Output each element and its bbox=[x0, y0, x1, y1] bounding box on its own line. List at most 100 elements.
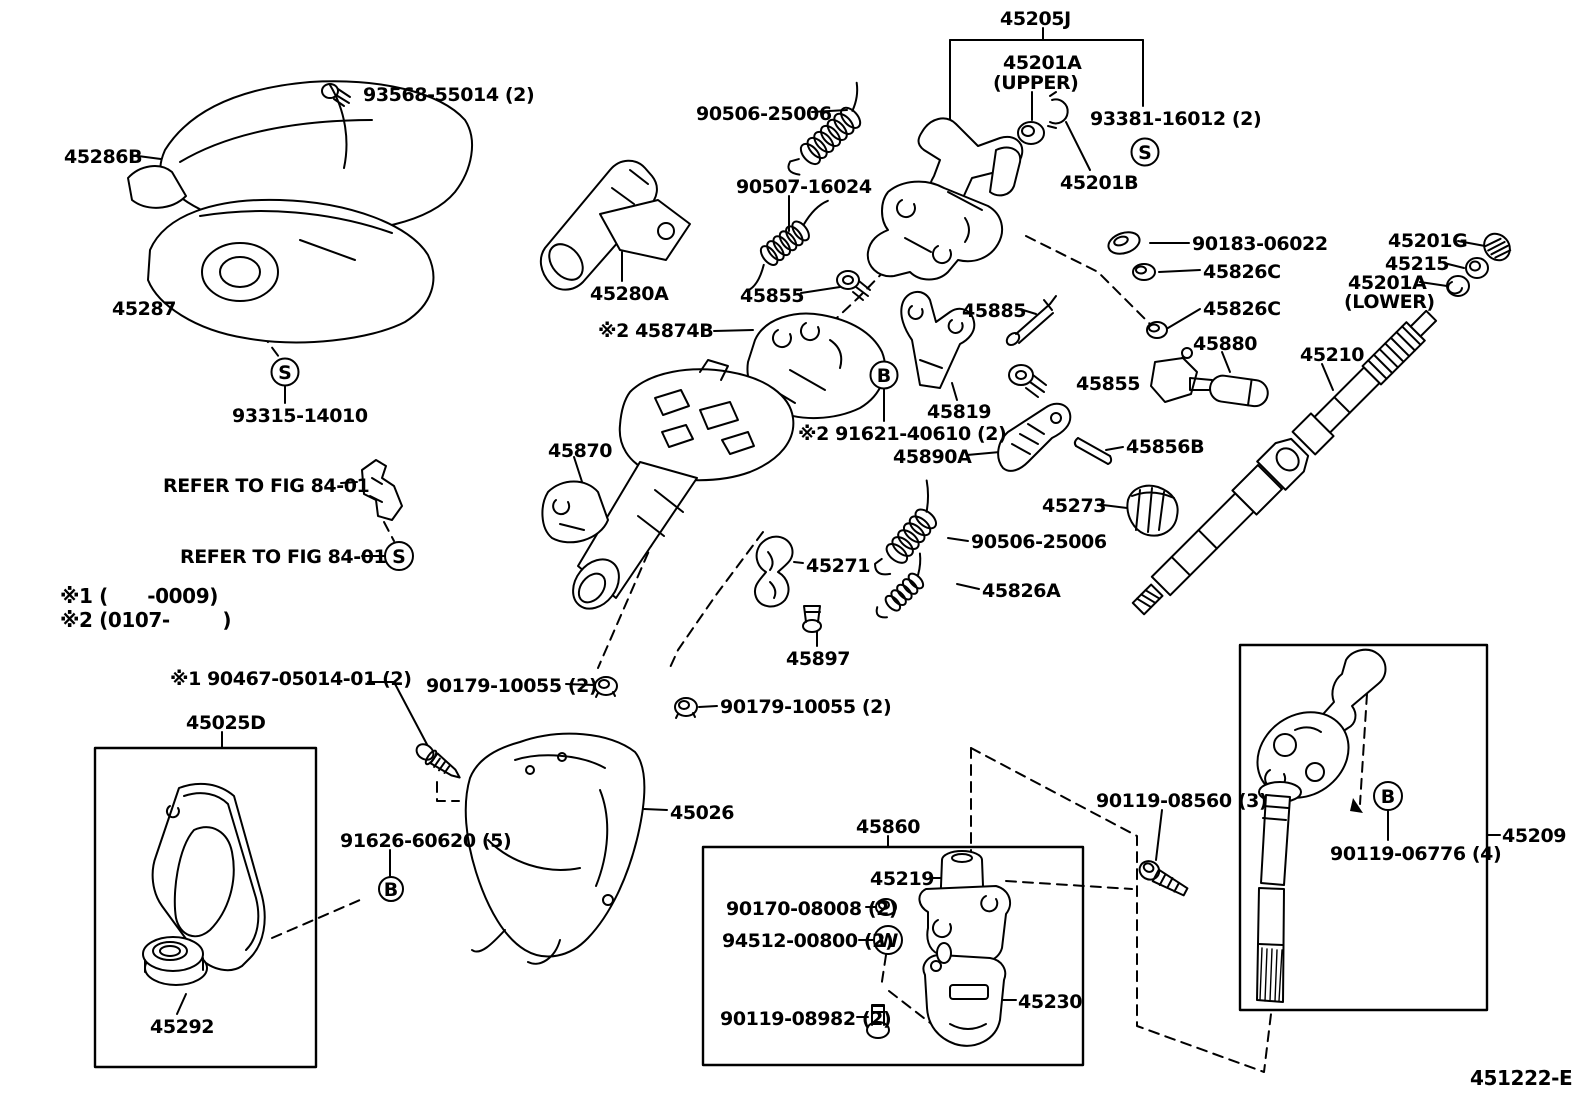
part-45880-handle-drawing bbox=[1150, 347, 1269, 408]
callout-45874B: ※2 45874B bbox=[598, 320, 714, 342]
callout-90506-25006-top: 90506-25006 bbox=[696, 103, 832, 125]
callout-90467-05014: ※1 90467-05014-01 (2) bbox=[170, 668, 412, 690]
part-45292-boot-drawing bbox=[142, 782, 266, 986]
callout-45870: 45870 bbox=[548, 440, 613, 462]
callout-45215: 45215 bbox=[1385, 253, 1450, 275]
svg-text:B: B bbox=[384, 879, 398, 901]
part-45826C-ring-lower-drawing bbox=[1146, 321, 1168, 339]
callout-91621-40610: ※2 91621-40610 (2) bbox=[798, 423, 1007, 445]
part-refer-fig-clip-drawing bbox=[361, 459, 403, 521]
callout-45819: 45819 bbox=[927, 401, 992, 423]
callout-90179-right: 90179-10055 (2) bbox=[720, 696, 892, 718]
callout-45205J: 45205J bbox=[1000, 8, 1071, 30]
part-90507-spring-drawing bbox=[745, 199, 829, 293]
callout-45860: 45860 bbox=[856, 816, 921, 838]
callout-45885: 45885 bbox=[962, 300, 1027, 322]
part-45286B-upper-cover-drawing bbox=[127, 80, 473, 234]
part-45271-lever-drawing bbox=[754, 535, 794, 608]
part-90183-washer-drawing bbox=[1107, 231, 1141, 255]
circled-letter-s-refer: S bbox=[384, 541, 414, 571]
part-45230-clamp-drawing bbox=[922, 942, 1007, 1047]
part-90119-08560-bolt-drawing bbox=[1138, 860, 1189, 897]
part-45201A-lower-bushing-drawing bbox=[1446, 275, 1470, 297]
callout-45855-right: 45855 bbox=[1076, 373, 1141, 395]
callout-45210: 45210 bbox=[1300, 344, 1365, 366]
callout-93315-14010: 93315-14010 bbox=[232, 405, 368, 427]
part-90467-screw-drawing bbox=[415, 743, 461, 779]
callout-45201A-lower: 45201A bbox=[1348, 272, 1427, 294]
svg-text:S: S bbox=[1138, 142, 1152, 164]
callout-45201B: 45201B bbox=[1060, 172, 1139, 194]
svg-text:B: B bbox=[877, 365, 891, 387]
part-45855-bolt-left-drawing bbox=[836, 270, 871, 301]
callout-45201G: 45201G bbox=[1388, 230, 1468, 252]
circled-letter-s-top: S bbox=[1130, 137, 1160, 167]
callout-90119-08982: 90119-08982 (2) bbox=[720, 1008, 892, 1030]
circled-letter-w-lock: W bbox=[873, 925, 903, 955]
callout-45826C-lower: 45826C bbox=[1203, 298, 1281, 320]
callout-45271: 45271 bbox=[806, 555, 871, 577]
circled-letter-b-tilt: B bbox=[869, 360, 899, 390]
callout-90183-06022: 90183-06022 bbox=[1192, 233, 1328, 255]
part-90179-nut-right-drawing bbox=[674, 697, 698, 719]
part-45026-cover-drawing bbox=[464, 732, 646, 965]
callout-45856B: 45856B bbox=[1126, 436, 1205, 458]
part-45210-shaft-drawing bbox=[1131, 309, 1438, 616]
callout-45209: 45209 bbox=[1502, 825, 1567, 847]
svg-text:S: S bbox=[278, 362, 292, 384]
svg-text:W: W bbox=[878, 930, 899, 952]
part-45215-ring-drawing bbox=[1465, 257, 1489, 279]
part-45890A-pawl-drawing bbox=[997, 402, 1072, 472]
callout-45890A: 45890A bbox=[893, 446, 972, 468]
callout-45230: 45230 bbox=[1018, 991, 1083, 1013]
circled-letter-b-joint: B bbox=[1373, 781, 1403, 811]
callout-90119-08560: 90119-08560 (3) bbox=[1096, 790, 1268, 812]
part-45209-joint-drawing bbox=[1256, 648, 1387, 1003]
callout-45026: 45026 bbox=[670, 802, 735, 824]
callout-45201A-lower-sub: (LOWER) bbox=[1344, 291, 1435, 313]
callout-45219: 45219 bbox=[870, 868, 935, 890]
detail-box-45209 bbox=[1238, 643, 1489, 1012]
part-45201A-upper-ring-drawing bbox=[1017, 121, 1045, 145]
callout-45292: 45292 bbox=[150, 1016, 215, 1038]
part-45287-lower-cover-drawing bbox=[147, 198, 435, 344]
callout-93568-55014: 93568-55014 (2) bbox=[363, 84, 535, 106]
part-45897-bolt-drawing bbox=[802, 605, 822, 633]
callout-45855-left: 45855 bbox=[740, 285, 805, 307]
callout-93381-16012: 93381-16012 (2) bbox=[1090, 108, 1262, 130]
part-45201G-screw-drawing bbox=[1483, 232, 1512, 262]
part-45870-column-drawing bbox=[541, 359, 795, 610]
figure-code: 451222-E bbox=[1470, 1066, 1573, 1090]
part-93568-screw-drawing bbox=[321, 83, 351, 107]
callout-45880: 45880 bbox=[1193, 333, 1258, 355]
circled-letter-b-boot: B bbox=[378, 876, 404, 902]
part-45205J-bracket-drawing bbox=[866, 117, 1024, 281]
part-45273-grommet-drawing bbox=[1126, 484, 1179, 537]
callout-45897: 45897 bbox=[786, 648, 851, 670]
callout-45826C-upper: 45826C bbox=[1203, 261, 1281, 283]
svg-text:B: B bbox=[1381, 786, 1395, 808]
part-90179-nut-left-drawing bbox=[594, 676, 618, 698]
part-45280A-drawing bbox=[539, 159, 691, 291]
note-2: ※2 (0107- ) bbox=[60, 608, 232, 632]
callout-45201A-upper-sub: (UPPER) bbox=[993, 72, 1079, 94]
part-90506-spring-mid-drawing bbox=[874, 479, 938, 576]
callout-45025D: 45025D bbox=[186, 712, 266, 734]
callout-90119-06776: 90119-06776 (4) bbox=[1330, 843, 1502, 865]
detail-box-45860 bbox=[701, 845, 1085, 1067]
part-45201B-clip-drawing bbox=[1047, 91, 1069, 129]
part-45855-bolt-right-drawing bbox=[1008, 364, 1047, 398]
callout-91626-60620: 91626-60620 (5) bbox=[340, 830, 512, 852]
part-45826C-ring-upper-drawing bbox=[1132, 263, 1156, 281]
callout-94512-00800: 94512-00800 (2) bbox=[722, 930, 894, 952]
callout-45286B: 45286B bbox=[64, 146, 143, 168]
part-45819-drawing bbox=[900, 291, 976, 389]
callout-45287: 45287 bbox=[112, 298, 177, 320]
callout-refer-fig-2: REFER TO FIG 84-01 bbox=[180, 546, 387, 568]
callout-45273: 45273 bbox=[1042, 495, 1107, 517]
part-90506-spring-top-drawing bbox=[787, 81, 862, 176]
detail-box-45025D bbox=[93, 746, 318, 1069]
callout-45826A: 45826A bbox=[982, 580, 1061, 602]
